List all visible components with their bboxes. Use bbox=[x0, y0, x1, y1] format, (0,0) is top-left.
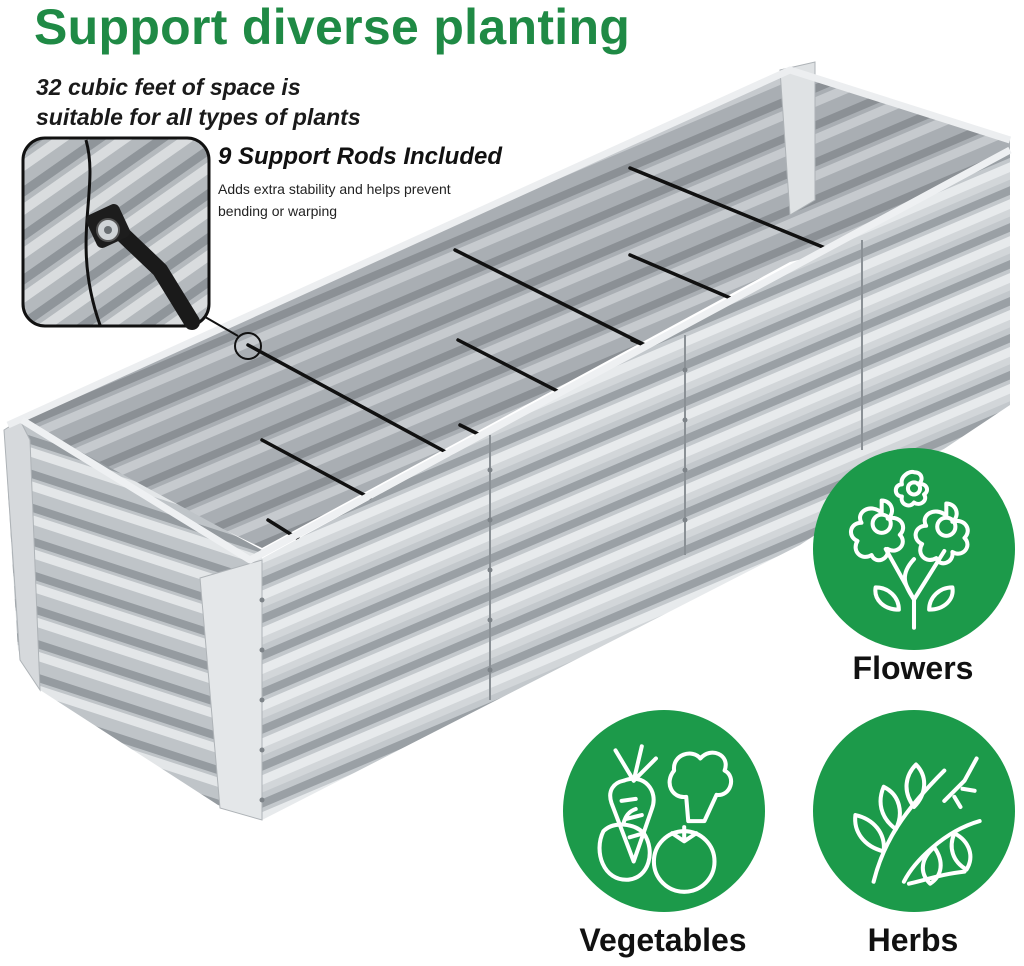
rod-highlight-circle bbox=[234, 332, 262, 360]
left-end-wall bbox=[4, 420, 262, 820]
herbs-label: Herbs bbox=[867, 922, 959, 958]
subheadline-line-2: suitable for all types of plants bbox=[36, 104, 361, 130]
herbs-icon bbox=[853, 756, 982, 886]
subheadline: 32 cubic feet of space is suitable for a… bbox=[36, 72, 361, 132]
herbs-badge bbox=[813, 710, 1015, 912]
back-wall bbox=[8, 70, 790, 548]
flowers-label: Flowers bbox=[852, 650, 974, 686]
flowers-icon bbox=[849, 469, 970, 630]
right-inner-wall bbox=[790, 70, 1010, 262]
subheadline-line-1: 32 cubic feet of space is bbox=[36, 74, 301, 100]
headline: Support diverse planting bbox=[34, 0, 631, 55]
support-rods-description: Adds extra stability and helps prevent b… bbox=[218, 181, 451, 219]
vegetables-label: Vegetables bbox=[579, 922, 747, 958]
support-rod-closeup-inset bbox=[21, 136, 211, 330]
support-rods-title: 9 Support Rods Included bbox=[218, 143, 503, 170]
flowers-badge bbox=[813, 448, 1015, 650]
vegetables-icon bbox=[597, 744, 734, 894]
vegetables-badge bbox=[563, 710, 765, 912]
front-wall bbox=[250, 150, 1010, 820]
support-rods bbox=[246, 166, 832, 542]
